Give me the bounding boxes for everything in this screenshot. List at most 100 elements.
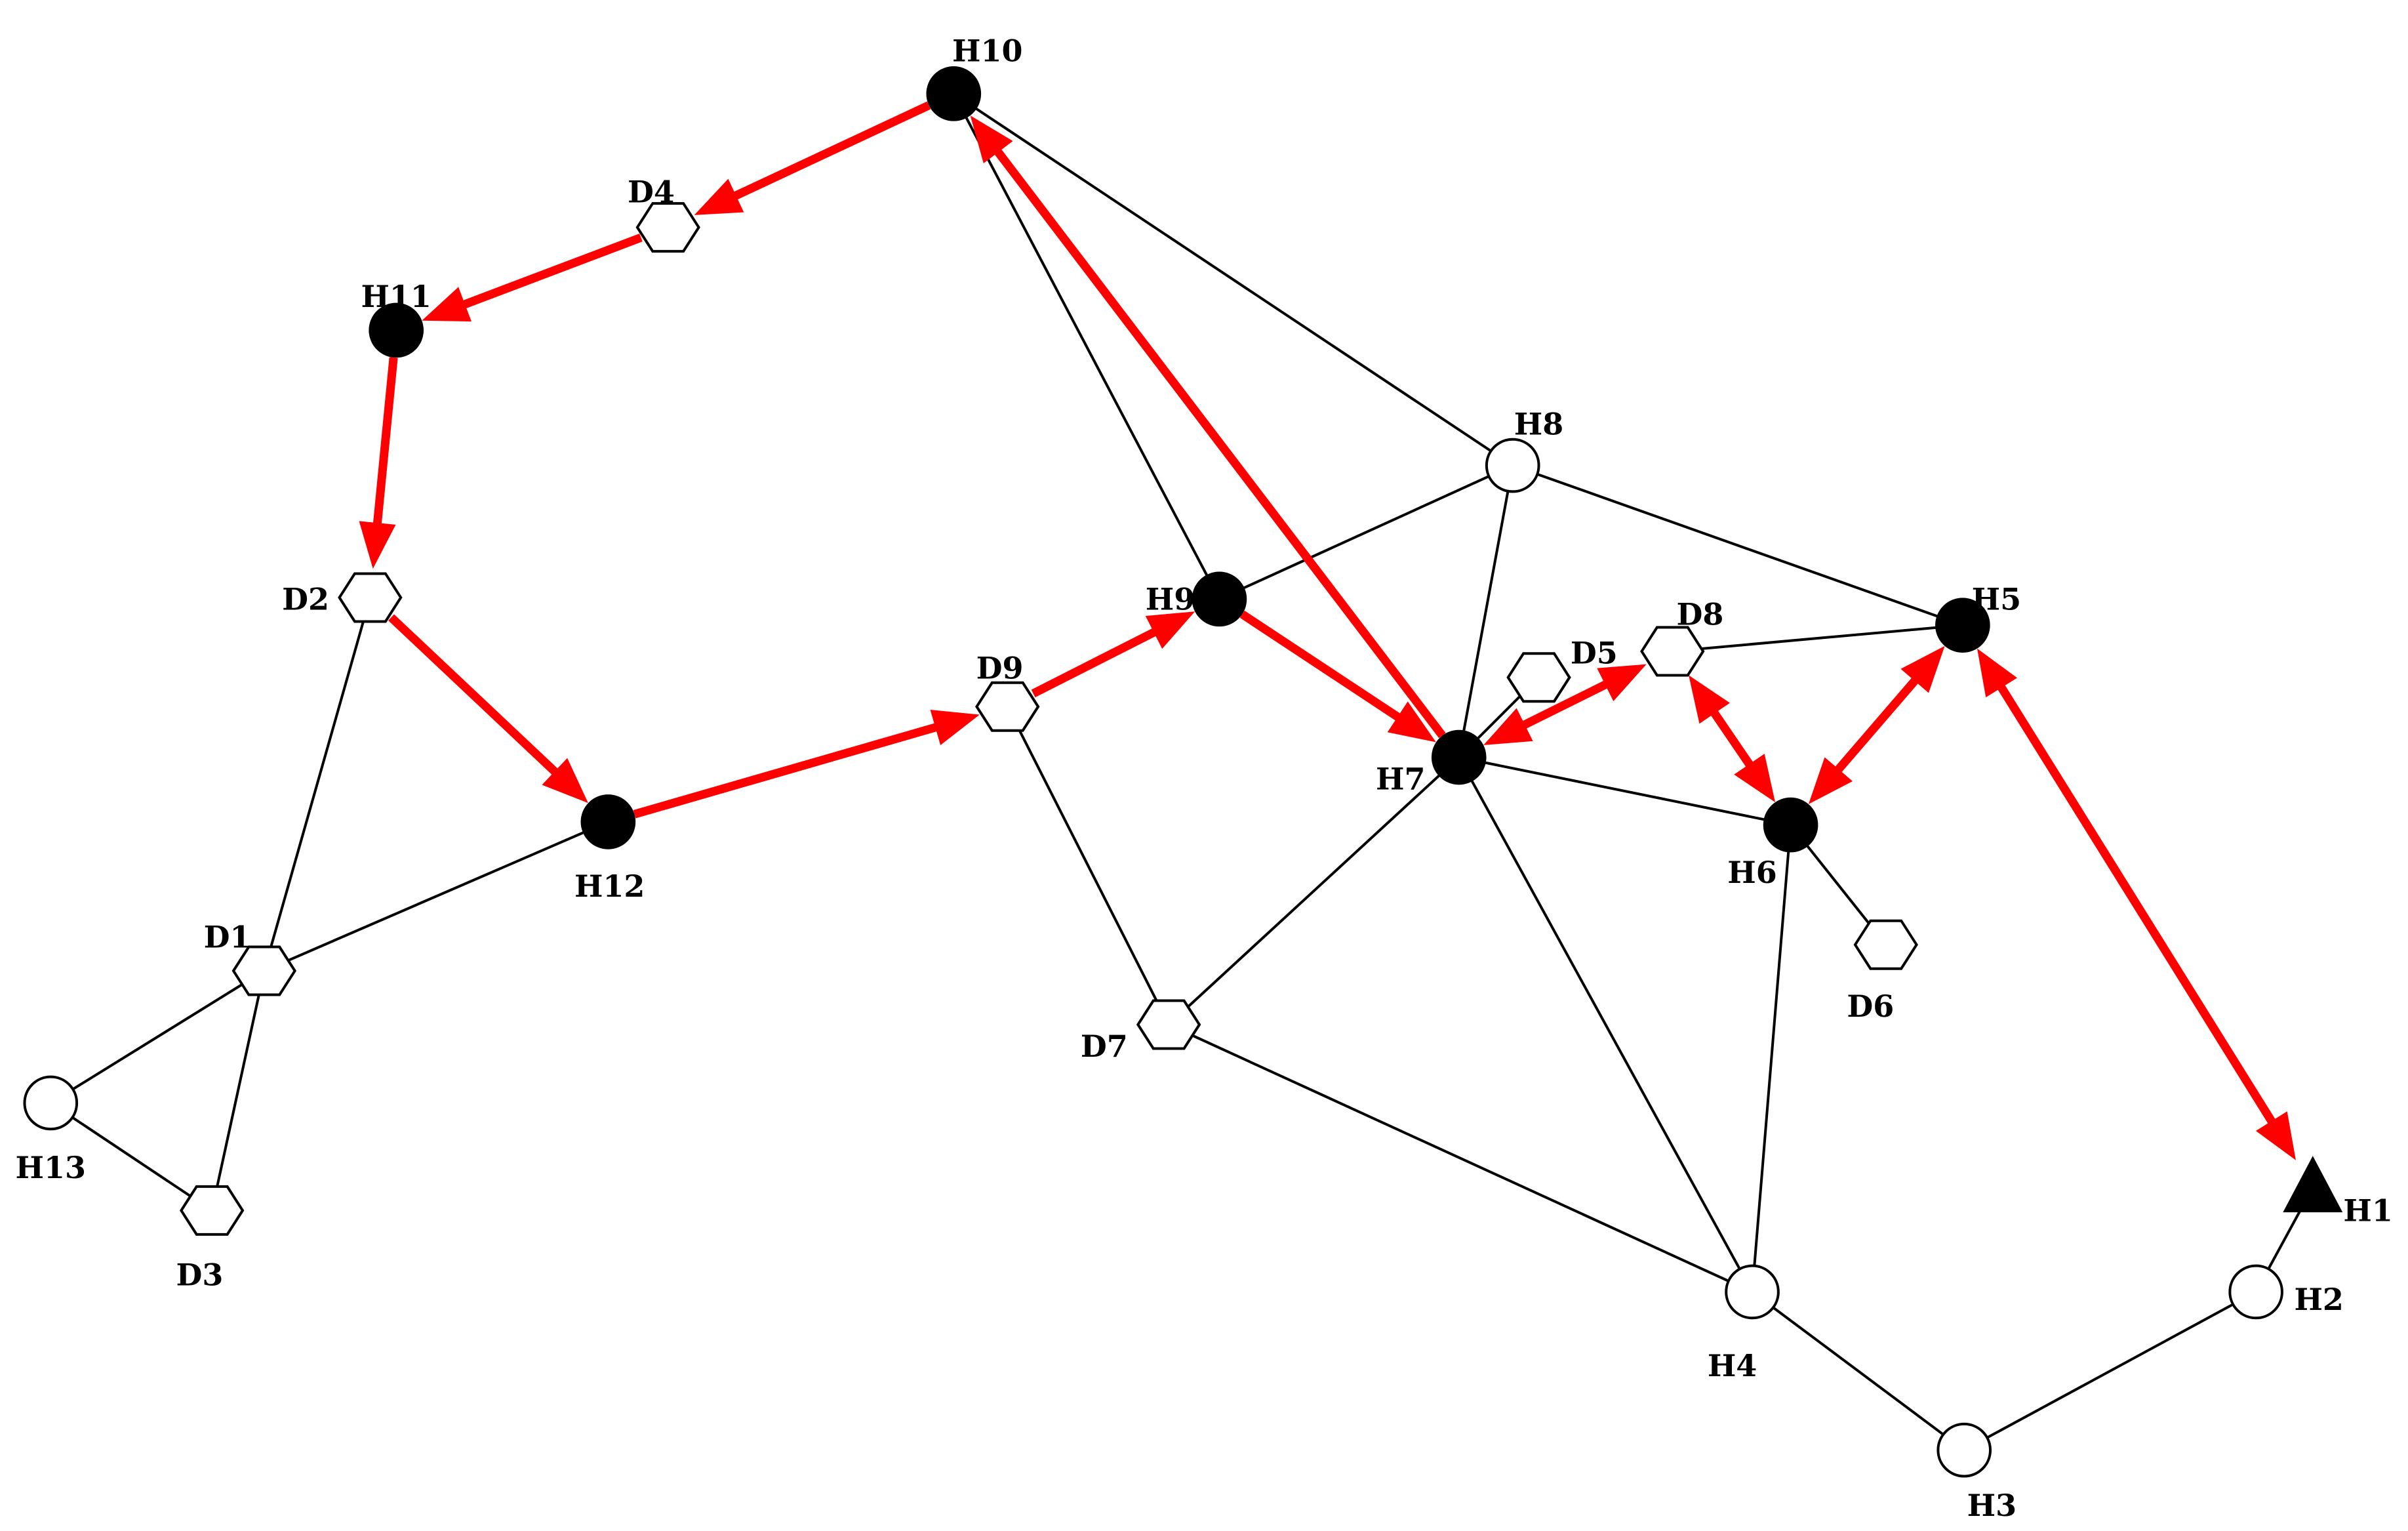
label-h9: H9	[1146, 581, 1195, 617]
label-d4: D4	[628, 174, 675, 210]
route-h5-h1-arrowhead-back	[1977, 648, 2017, 698]
route-h6-h5-arrowhead-back	[1808, 757, 1853, 804]
node-h3	[1936, 1422, 1992, 1478]
route-h9-h7	[1239, 610, 1436, 743]
node-d6	[1853, 919, 1918, 970]
node-d1	[231, 945, 297, 996]
label-d6: D6	[1847, 989, 1894, 1024]
route-d9-h9-line	[1031, 624, 1164, 698]
route-d8-h6-arrowhead	[1734, 754, 1776, 803]
route-h12-d9-line	[633, 720, 946, 819]
label-h3: H3	[1967, 1488, 2017, 1523]
edge-h4-h3	[1751, 1290, 1965, 1452]
node-d7	[1136, 999, 1201, 1050]
node-h12	[580, 794, 636, 849]
label-h12: H12	[574, 868, 645, 904]
label-d3: D3	[176, 1257, 223, 1293]
route-h7-d8	[1483, 664, 1647, 745]
edge-d7-h4	[1168, 1023, 1753, 1294]
route-h7-d8-arrowhead	[1597, 664, 1647, 701]
route-h6-h5	[1808, 645, 1945, 804]
routes-layer	[359, 101, 2296, 1160]
edge-d1-h13	[50, 970, 265, 1105]
node-h7	[1431, 729, 1487, 785]
route-h12-d9	[633, 709, 980, 819]
node-h10	[926, 66, 982, 121]
node-h1	[2283, 1156, 2343, 1213]
route-d4-h11-arrowhead	[422, 287, 472, 322]
label-h11: H11	[361, 279, 431, 314]
node-d9	[975, 681, 1040, 732]
label-d1: D1	[204, 920, 251, 955]
route-d9-h9-arrowhead	[1145, 611, 1195, 649]
nodes-layer	[23, 66, 2343, 1478]
route-h7-d8-arrowhead-back	[1483, 708, 1533, 745]
node-h11	[369, 302, 424, 358]
edge-h10-h8	[953, 92, 1514, 467]
node-d4	[635, 202, 700, 253]
edge-h10-h9	[952, 92, 1221, 600]
edge-d1-d3	[211, 970, 266, 1211]
node-h4	[1725, 1264, 1780, 1320]
route-d8-h6-line	[1706, 703, 1758, 775]
route-d8-h6	[1689, 675, 1776, 803]
edge-h3-h2	[1963, 1290, 2257, 1452]
node-h6	[1763, 797, 1818, 853]
route-h10-d4-arrowhead	[694, 178, 744, 215]
label-d8: D8	[1676, 597, 1723, 632]
route-d4-h11	[422, 234, 643, 322]
label-h6: H6	[1727, 855, 1776, 890]
route-h11-d2	[359, 357, 398, 569]
node-d8	[1640, 626, 1705, 677]
route-h7-h10	[970, 115, 1446, 739]
route-h10-d4	[694, 101, 931, 215]
edge-h12-d1	[264, 821, 609, 972]
route-d8-h6-arrowhead-back	[1689, 675, 1730, 724]
route-h7-h10-arrowhead	[970, 115, 1013, 164]
route-h7-d8-line	[1514, 676, 1616, 733]
route-d2-h12-line	[388, 614, 565, 781]
node-h9	[1192, 571, 1247, 627]
node-h8	[1485, 438, 1540, 493]
label-h1: H1	[2343, 1193, 2392, 1228]
route-h12-d9-arrowhead	[930, 709, 980, 745]
label-d9: D9	[976, 651, 1024, 686]
route-h5-h1	[1977, 648, 2296, 1160]
label-d5: D5	[1571, 635, 1618, 670]
route-d2-h12-arrowhead	[542, 758, 588, 804]
label-h2: H2	[2294, 1282, 2343, 1317]
node-d3	[179, 1185, 245, 1236]
label-h8: H8	[1514, 406, 1563, 441]
route-h9-h7-line	[1239, 610, 1408, 725]
label-h7: H7	[1376, 761, 1425, 796]
node-d5	[1506, 652, 1571, 703]
route-d2-h12	[388, 614, 588, 804]
route-h6-h5-arrowhead	[1900, 645, 1945, 693]
edge-d8-h5	[1672, 624, 1963, 653]
label-h13: H13	[16, 1150, 86, 1185]
edge-h7-h6	[1458, 756, 1791, 827]
route-h6-h5-line	[1829, 671, 1924, 779]
edge-h7-d7	[1167, 756, 1460, 1026]
label-h5: H5	[1972, 581, 2021, 617]
route-d4-h11-line	[454, 234, 643, 312]
label-d7: D7	[1081, 1029, 1128, 1064]
route-h7-h10-line	[989, 142, 1446, 739]
label-h10: H10	[952, 33, 1022, 68]
edge-h8-h7	[1457, 465, 1514, 758]
route-d9-h9	[1031, 611, 1195, 698]
node-h5	[1935, 598, 1990, 653]
node-h2	[2228, 1264, 2283, 1320]
route-h5-h1-arrowhead	[2255, 1111, 2296, 1160]
edge-d2-d1	[262, 597, 372, 971]
edge-h13-d3	[50, 1101, 213, 1212]
edge-h8-h5	[1512, 464, 1963, 627]
route-h11-d2-arrowhead	[359, 521, 396, 569]
route-h11-d2-line	[372, 357, 398, 533]
label-d2: D2	[282, 581, 329, 617]
route-h5-h1-line	[1993, 677, 2280, 1132]
edge-h7-h4	[1457, 756, 1754, 1293]
label-h4: H4	[1708, 1348, 1757, 1383]
